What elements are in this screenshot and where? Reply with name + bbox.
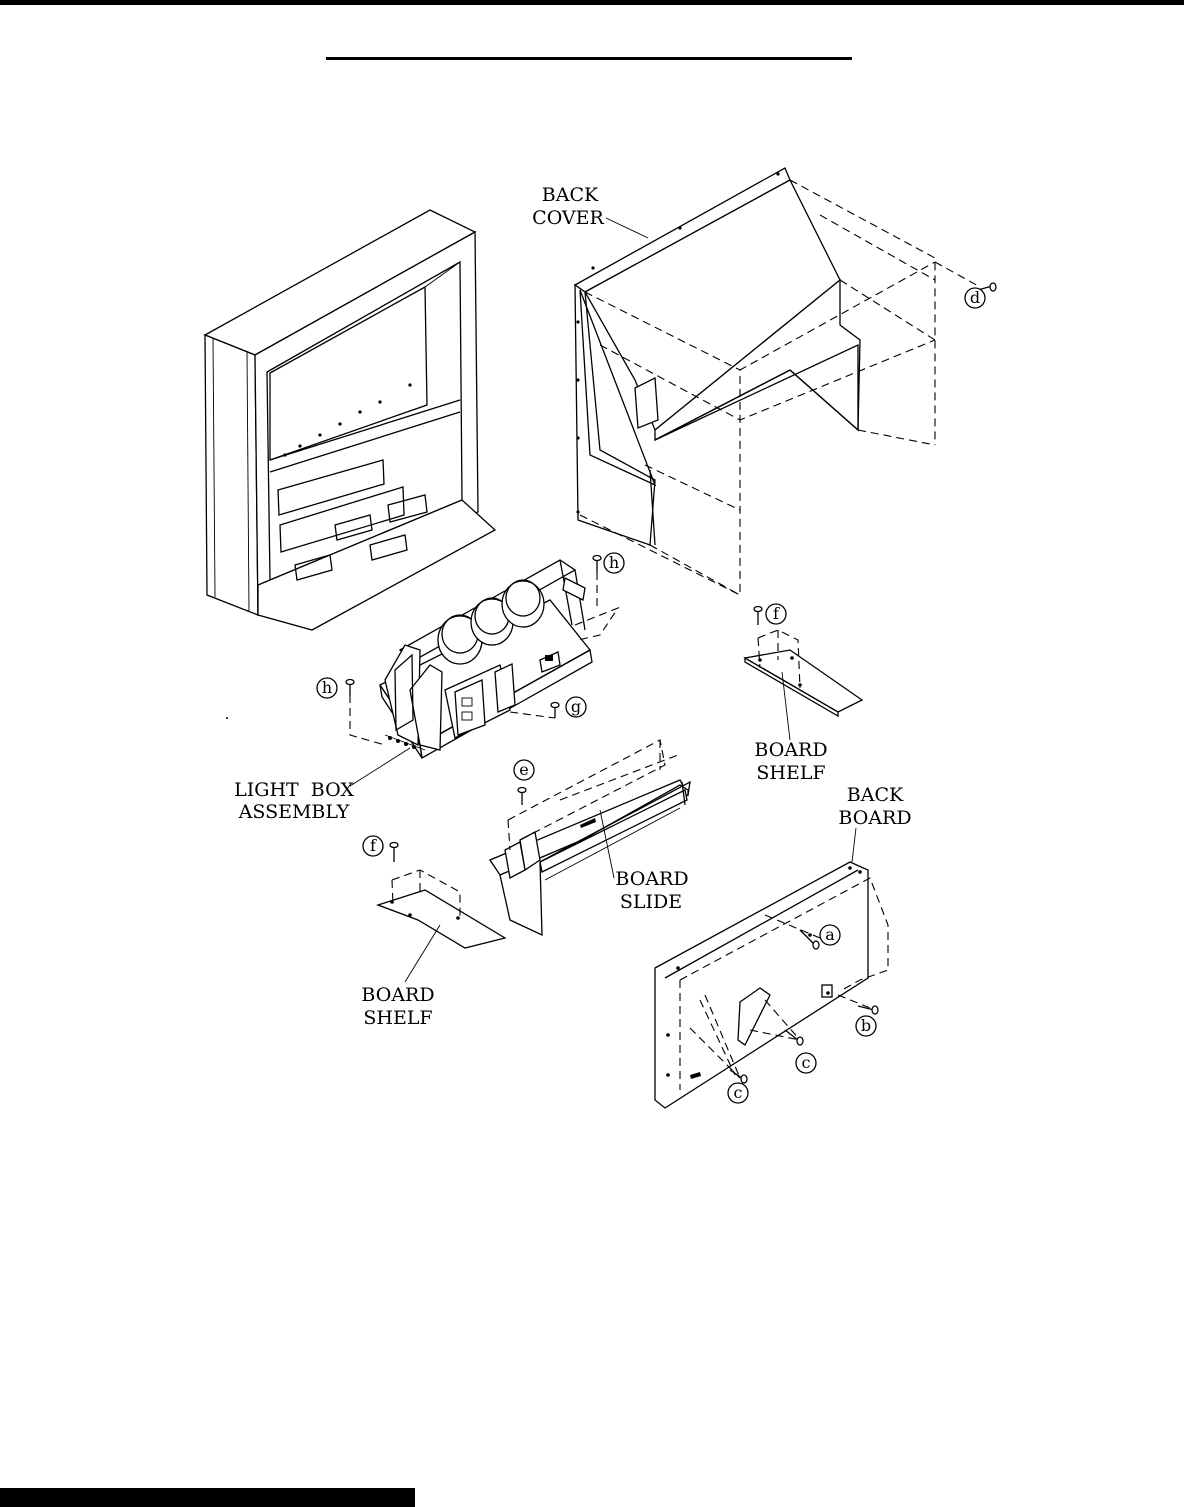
light-box-assembly: [349, 559, 593, 787]
back-board-label-line1: BACK: [847, 784, 904, 806]
callout-g-text: g: [571, 697, 581, 716]
callout-h-left-text: h: [322, 678, 332, 697]
callout-f-right: f: [765, 603, 787, 625]
back-cover-label-line1: BACK: [542, 184, 599, 206]
callout-d-text: d: [970, 288, 980, 307]
screw-c-right: [784, 1029, 804, 1046]
board-shelf-right-label-line1: BOARD: [754, 739, 827, 761]
callout-c-left: c: [727, 1082, 749, 1104]
stray-dot: [226, 717, 228, 719]
screw-b: [857, 1005, 879, 1015]
back-cover-dashed-projection: [579, 179, 981, 596]
board-slide: [489, 739, 691, 937]
title-underline: [326, 57, 852, 60]
back-cover: [573, 167, 861, 546]
callout-a: a: [819, 924, 841, 946]
callout-f-left: f: [362, 835, 384, 857]
callout-e: e: [513, 759, 535, 781]
callout-h-left: h: [316, 677, 338, 699]
screw-c-left: [729, 1069, 748, 1084]
board-slide-label-line2: SLIDE: [620, 891, 682, 913]
board-shelf-left-label-line2: SHELF: [363, 1007, 432, 1029]
callout-b-text: b: [861, 1016, 871, 1035]
footer-bar: [0, 1488, 415, 1507]
screw-g: [550, 701, 560, 718]
callout-a-text: a: [825, 925, 835, 944]
callout-f-left-text: f: [370, 836, 377, 855]
back-board: [654, 827, 889, 1109]
callout-c-right: c: [795, 1052, 817, 1074]
cabinet: [203, 209, 497, 631]
board-shelf-right-label-line2: SHELF: [756, 762, 825, 784]
light-box-label-line1: LIGHT BOX: [234, 779, 354, 801]
board-shelf-right: [743, 629, 864, 741]
screw-a: [799, 929, 820, 950]
screw-f-left: [389, 841, 399, 862]
callout-g: g: [565, 696, 587, 718]
callout-c-left-text: c: [734, 1083, 743, 1102]
board-slide-label-line1: BOARD: [615, 868, 688, 890]
callout-h-right-text: h: [609, 553, 619, 572]
top-rule: [0, 0, 1184, 5]
light-box-label-line2: ASSEMBLY: [238, 801, 350, 823]
screw-h-left: [345, 678, 355, 696]
light-box-dashed-lines: [349, 572, 620, 746]
callout-c-right-text: c: [802, 1053, 811, 1072]
board-shelf-left: [376, 869, 507, 983]
screw-h-right: [592, 554, 602, 572]
back-cover-label-line2: COVER: [532, 207, 604, 229]
callout-f-right-text: f: [773, 604, 780, 623]
back-board-label-line2: BOARD: [838, 807, 911, 829]
callout-h-right: h: [603, 552, 625, 574]
callout-d: d: [964, 287, 986, 309]
board-shelf-left-label-line1: BOARD: [361, 984, 434, 1006]
callout-e-text: e: [519, 760, 528, 779]
screw-e: [517, 786, 527, 805]
callout-b: b: [855, 1015, 877, 1037]
screw-f-right: [753, 605, 763, 625]
